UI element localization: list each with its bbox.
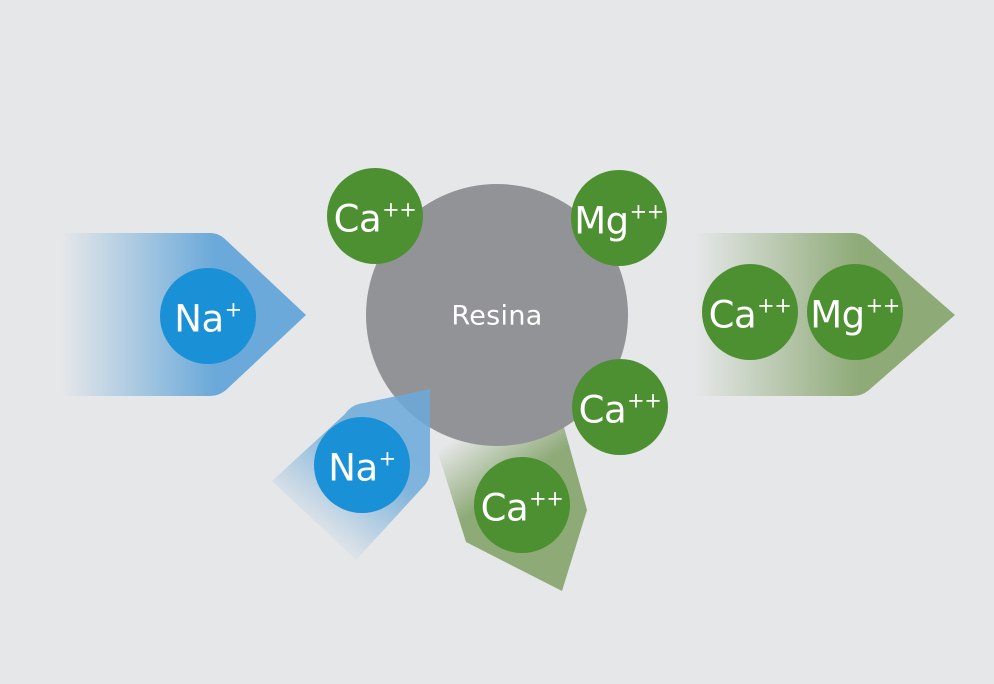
resin-label: Resina bbox=[451, 300, 543, 332]
ion-label-ca-outgoing: Ca++ bbox=[708, 293, 792, 337]
resin-bead bbox=[366, 184, 628, 446]
ion-ca-outgoing bbox=[702, 264, 798, 360]
ion-na-released bbox=[314, 417, 410, 513]
ion-ca-incoming-bottom bbox=[474, 457, 570, 553]
ion-label-na-incoming: Na+ bbox=[174, 297, 242, 341]
ion-label-mg-outgoing: Mg++ bbox=[810, 293, 900, 337]
ion-label-ca-incoming-bottom: Ca++ bbox=[480, 486, 564, 530]
ion-ca-bound-top bbox=[327, 168, 423, 264]
ion-mg-bound-top bbox=[571, 170, 667, 266]
ion-label-na-released: Na+ bbox=[328, 446, 396, 490]
ion-na-incoming bbox=[160, 268, 256, 364]
ion-label-mg-bound-top: Mg++ bbox=[574, 199, 664, 243]
ion-ca-bound-right bbox=[572, 359, 668, 455]
ion-mg-outgoing bbox=[807, 264, 903, 360]
ion-label-ca-bound-right: Ca++ bbox=[578, 388, 662, 432]
ion-label-ca-bound-top: Ca++ bbox=[333, 197, 417, 241]
